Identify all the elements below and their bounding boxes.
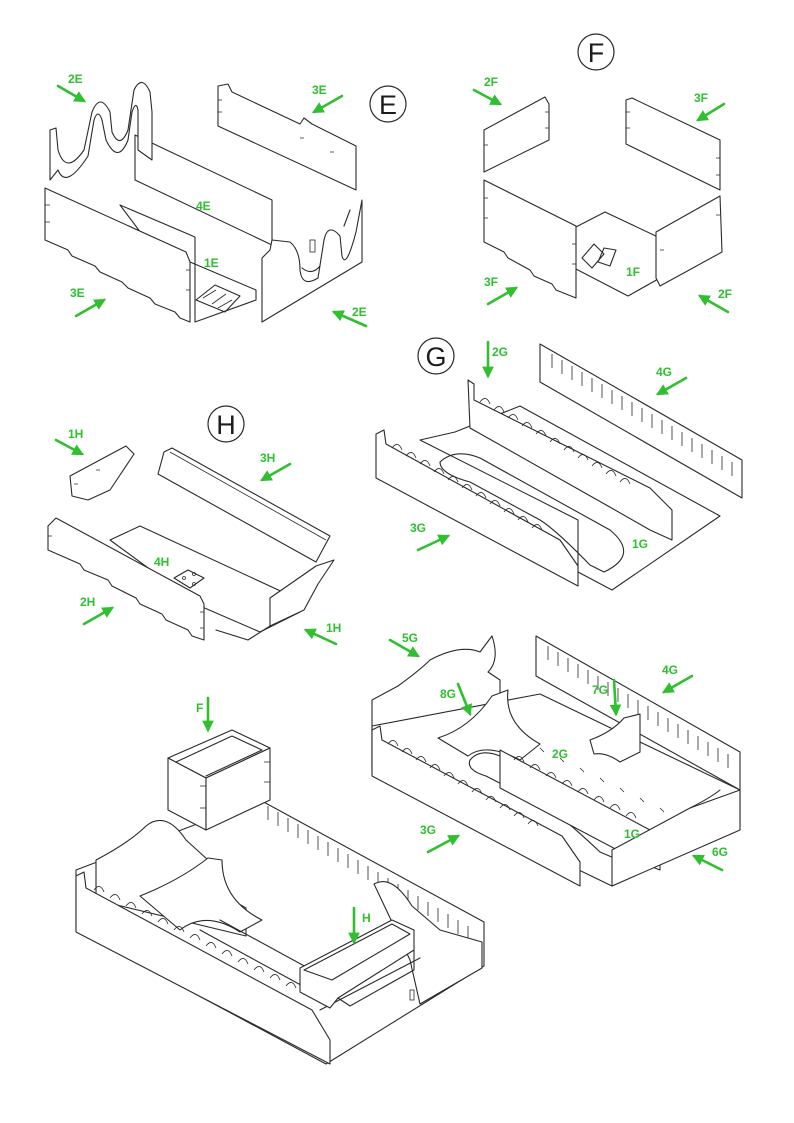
panel-3e-front	[44, 187, 191, 323]
label-2f-bottom: 2F	[718, 287, 732, 301]
panel-2g-slots	[479, 398, 631, 485]
panel-1h-loose	[69, 445, 135, 501]
panel-2f-front	[655, 195, 723, 287]
panel-4g	[539, 343, 743, 499]
label-4h: 4H	[154, 555, 169, 569]
step-f-marker	[577, 33, 615, 71]
final-box-h	[299, 919, 415, 1009]
label-1h-bottom: 1H	[326, 621, 341, 635]
label-6g: 6G	[712, 845, 728, 859]
label-1g-second: 1G	[624, 827, 640, 841]
panel-7g	[589, 713, 641, 763]
panel-6g	[611, 789, 741, 887]
label-2g-second: 2G	[552, 747, 568, 761]
panel-3g	[375, 429, 579, 587]
label-4g-second: 4G	[662, 663, 678, 677]
label-2g: 2G	[492, 345, 508, 359]
panel-2h	[47, 517, 205, 641]
final-back-comb	[267, 806, 469, 940]
panel-2e-left	[49, 81, 153, 181]
label-2f-top: 2F	[484, 75, 498, 89]
panel-2e-right	[261, 199, 363, 323]
panel-4g-teeth	[551, 354, 733, 476]
label-3g-second: 3G	[420, 823, 436, 837]
panel-3f-loose	[625, 97, 721, 191]
final-assembly	[75, 729, 485, 1065]
label-3f-top: 3F	[694, 91, 708, 105]
label-2h: 2H	[80, 595, 95, 609]
label-7g: 7G	[592, 683, 608, 697]
step-f-letter: F	[588, 38, 605, 68]
label-1e: 1E	[204, 256, 219, 270]
label-2e-top: 2E	[68, 72, 83, 86]
step-g-assembly: G	[375, 337, 743, 591]
step-e-marker	[369, 85, 407, 123]
panel-2f-loose	[483, 96, 550, 173]
final-right-end	[373, 881, 483, 1005]
label-5g: 5G	[402, 631, 418, 645]
panel-1f	[573, 211, 661, 297]
label-final-h: H	[362, 911, 371, 925]
panel-3e-loose	[217, 83, 357, 191]
step-f-labels: 2F 3F 3F 1F 2F	[472, 75, 732, 314]
final-box-f	[167, 729, 271, 831]
panel-3g-second	[371, 725, 581, 887]
label-1h-top: 1H	[68, 427, 83, 441]
panel-3f-front	[483, 179, 577, 299]
panel-1h-right	[269, 559, 335, 627]
panel-2g	[467, 379, 673, 541]
label-8g: 8G	[440, 687, 456, 701]
label-1g: 1G	[632, 537, 648, 551]
label-3e-top: 3E	[312, 83, 327, 97]
label-2e-bottom: 2E	[352, 305, 367, 319]
step-e-labels: 2E 3E 4E 1E 3E 2E	[56, 72, 368, 328]
step-e-assembly: E	[44, 81, 407, 323]
step-e-letter: E	[379, 90, 397, 120]
step-h-assembly: H	[47, 405, 335, 641]
final-curved-divider	[139, 857, 263, 933]
panel-3h	[157, 447, 331, 563]
step-h-marker	[207, 405, 245, 443]
panel-3g-slots	[391, 444, 543, 531]
label-final-f: F	[196, 701, 203, 715]
final-front-wall	[75, 871, 331, 1065]
panel-8g	[437, 689, 541, 761]
label-1f: 1F	[626, 265, 640, 279]
label-3e-bottom: 3E	[70, 286, 85, 300]
step-g-marker	[417, 337, 455, 375]
label-4e: 4E	[196, 199, 211, 213]
step-g-letter: G	[425, 342, 446, 372]
step-h-letter: H	[216, 410, 236, 440]
label-3f-bottom: 3F	[484, 275, 498, 289]
step-g-labels: 2G 4G 3G 1G	[410, 340, 688, 552]
label-3h: 3H	[260, 451, 275, 465]
label-3g: 3G	[410, 521, 426, 535]
step-f-assembly: F	[483, 33, 723, 299]
label-4g: 4G	[656, 365, 672, 379]
step-h-labels: 1H 3H 4H 2H 1H	[54, 427, 341, 646]
step-g2-assembly	[371, 635, 741, 887]
panel-1g	[419, 405, 721, 591]
final-front-slots	[93, 886, 297, 989]
final-labels: F H	[196, 696, 371, 945]
step-g2-labels: 5G 4G 8G 7G 2G 3G 1G 6G	[388, 631, 728, 872]
